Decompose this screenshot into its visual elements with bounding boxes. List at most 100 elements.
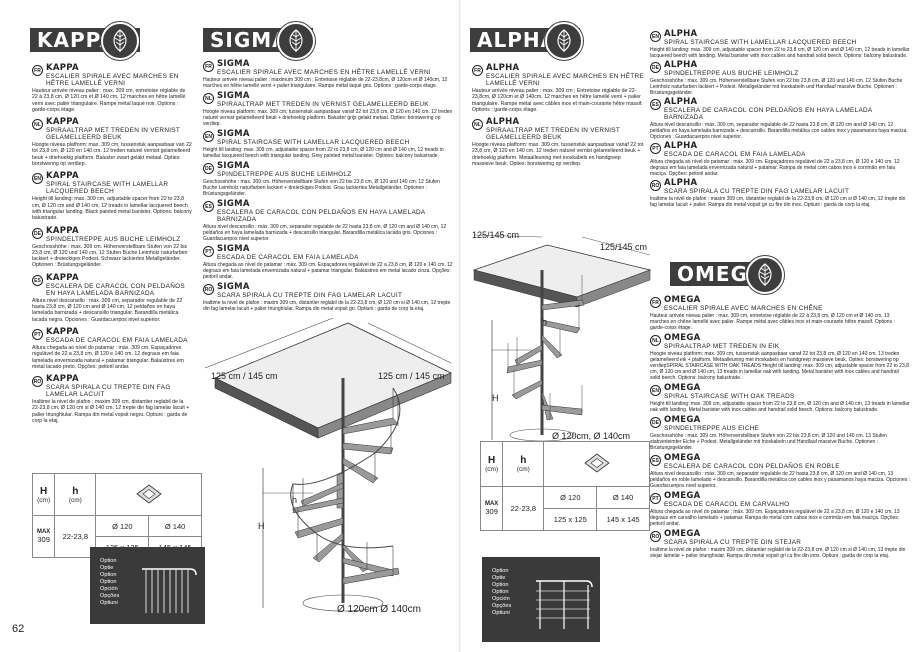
sigma-width-label-2: 125 cm / 145 cm (378, 371, 445, 381)
language-badge: PT (203, 246, 214, 257)
alpha-H-label: H (492, 393, 499, 403)
product-description: Altura nivel descansillo : máx. 309 cm, … (203, 224, 447, 242)
language-badge: EN (650, 31, 661, 42)
product-name: KAPPA (46, 171, 79, 182)
product-title: SCARA SPIRALA CU TREPTE DIN FAG LAMELAR … (664, 188, 850, 195)
product-title: SPIRAALTRAP MET TREDEN IN VERNIST GELAME… (217, 101, 429, 108)
product-name: OMEGA (664, 383, 701, 393)
product-name: OMEGA (664, 491, 701, 501)
product-title: SPIRAALTRAP MET TREDEN IN VERNIST GELAME… (486, 127, 620, 142)
product-description: Hoogte niveau platform: max. 309 cm, tus… (32, 142, 192, 168)
product-title: ESCALIER SPIRALE AVEC MARCHES EN HÊTRE L… (46, 73, 179, 87)
product-description: Hauteur arrivée niveau palier : maximum … (203, 77, 448, 89)
product-title: ESCALIER SPIRALE AVEC MARCHES EN HÊTRE L… (486, 73, 644, 87)
balustrade-option-image (142, 568, 197, 613)
product-description: Hoogte niveau platform: max. 309 cm, tus… (203, 109, 453, 127)
language-badge: FR (650, 297, 661, 308)
h-label: h (292, 495, 298, 505)
language-badge: EN (203, 131, 214, 142)
product-title: SPINDELTREPPE AUS BUCHE LEIMHOLZ (46, 235, 181, 243)
omega-column: FR OMEGA ESCALIER SPIRALE AVEC MARCHES EN … (650, 296, 910, 562)
diameter-140-cell: Ø 140 (148, 515, 202, 537)
product-name: OMEGA (664, 453, 701, 463)
product-name: SIGMA (217, 129, 250, 139)
product-title: ESCALERA DE CARACOL CON PELDAÑOS EN HAYA… (46, 282, 185, 297)
product-description: Altura chegada ao nível do patamar : máx… (650, 509, 900, 527)
product-description: Hauteur arrivée niveau palier : max. 309… (650, 313, 895, 331)
product-description: Height till landing: max. 309 cm, adjust… (32, 196, 192, 222)
alpha-staircase-drawing (472, 234, 652, 442)
product-description: Inaltime la nivel de plafon : maxim 309 … (650, 196, 906, 208)
alpha-width-label-2: 125/145 cm (600, 242, 648, 252)
product-name: KAPPA (46, 374, 79, 385)
product-title: ESCADA DE CARACOL EM FAIA LAMELADA (664, 151, 806, 158)
leaf-emblem-icon (746, 256, 784, 294)
language-badge: NL (203, 93, 214, 104)
product-name: OMEGA (664, 529, 701, 539)
product-title: ESCADA DE CARACOL EM FAIA LAMELADA (217, 254, 359, 261)
language-badge: RO (203, 284, 214, 295)
H-label: H (258, 521, 265, 531)
product-description: Geschosshöhe : max. 309 cm. Höhenverstel… (32, 243, 188, 269)
language-badge: FR (32, 65, 43, 76)
product-name: KAPPA (46, 63, 79, 73)
h-header: h(cm) (502, 441, 545, 487)
product-name: ALPHA (664, 97, 698, 107)
H-header: H(cm) (479, 441, 504, 487)
opening-120-cell: 125 x 125 (543, 507, 598, 532)
product-name: KAPPA (46, 117, 79, 128)
language-badge: ES (203, 201, 214, 212)
product-name: OMEGA (664, 333, 701, 343)
leaf-emblem-icon (101, 22, 139, 60)
product-name: SIGMA (217, 244, 250, 254)
product-name: KAPPA (46, 272, 79, 283)
product-description: Altura chegada ao nível do patamar : máx… (650, 159, 900, 177)
language-badge: NL (650, 335, 661, 346)
product-description: Hauteur arrivée niveau palier : max. 309… (472, 88, 643, 113)
product-title: SPIRAALTRAP MET TREDEN IN EIK (664, 343, 780, 350)
product-title: SPINDELTREPPE AUS EICHE (664, 425, 760, 432)
product-name: OMEGA (664, 415, 701, 425)
product-title: SPIRAL STAIRCASE WITH LAMELLAR LACQUERED… (664, 39, 857, 46)
product-description: Height till landing: max. 309 cm, adjust… (203, 147, 444, 159)
language-badge: RO (650, 531, 661, 542)
language-badge: DE (650, 62, 661, 73)
product-description: Inaltime la nivel de plafon : maxim 309 … (650, 547, 906, 559)
language-badge: FR (472, 65, 483, 76)
language-badge: PT (650, 493, 661, 504)
language-badge: DE (32, 227, 43, 239)
leaf-emblem-icon (545, 22, 583, 60)
h-range-cell: 22-23,8 (54, 515, 97, 558)
product-title: SPINDELTREPPE AUS BUCHE LEIMHOLZ (217, 171, 352, 178)
page-number: 62 (12, 623, 25, 635)
square-opening-icon (136, 484, 162, 503)
product-description: Hauteur arrivée niveau palier : max. 309… (32, 88, 186, 113)
product-description: Height till landing: max. 309 cm, adjust… (650, 47, 910, 59)
product-description: Altura nivel descansillo : máx. 309 cm, … (650, 122, 908, 140)
product-title: SCARA SPIRALA CU TREPTE DIN FAG LAMELAR … (46, 384, 171, 399)
language-badge: DE (650, 417, 661, 428)
product-name: SIGMA (217, 59, 250, 69)
language-badge: PT (650, 143, 661, 154)
product-title: ESCALIER SPIRALE AVEC MARCHES EN CHÊNE (664, 305, 823, 312)
language-badge: FR (203, 61, 214, 72)
product-title: ESCALERA DE CARACOL CON PELDAÑOS EN HAYA… (217, 209, 426, 223)
product-name: SIGMA (217, 161, 250, 171)
leaf-emblem-icon (277, 22, 315, 60)
